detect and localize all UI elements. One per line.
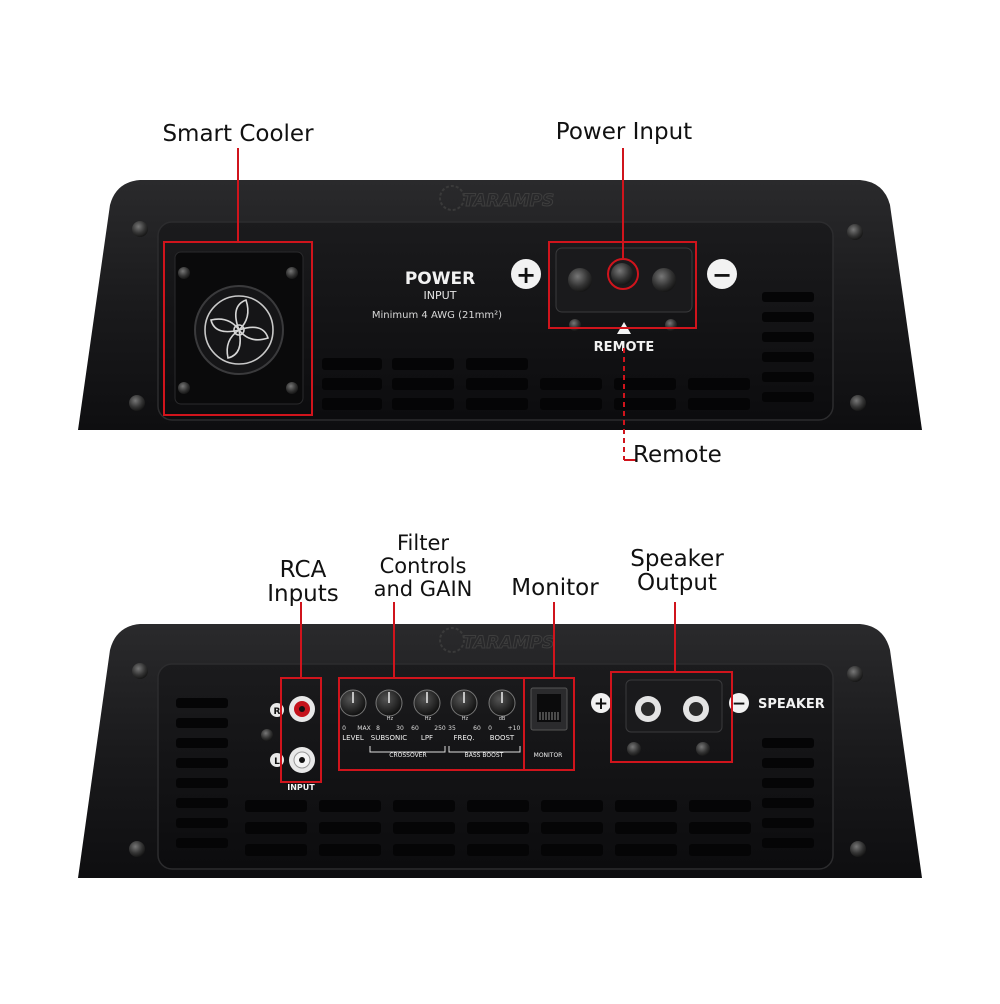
scale-lpf-unit: Hz [425,716,432,722]
screw-icon [261,729,273,741]
scale-lpf-min: 60 [411,725,419,732]
svg-text:TARAMPS: TARAMPS [463,191,554,211]
svg-text:TARAMPS: TARAMPS [463,633,554,653]
speaker-label: SPEAKER [758,697,825,712]
screw-icon [847,224,863,240]
callout-speaker-output: Speaker Output [618,547,736,595]
plus-icon [591,693,611,713]
callout-rca-line1: RCA [279,557,327,583]
screw-icon [696,742,710,756]
input-label: INPUT [287,783,315,792]
minus-icon [729,693,749,713]
brand-logo: TARAMPS [439,627,555,654]
bottom-amplifier: TARAMPS [78,624,922,878]
scale-level-min: 0 [342,725,346,732]
callout-smart-cooler: Smart Cooler [162,121,314,147]
screw-icon [129,395,145,411]
screw-icon [286,382,298,394]
speaker-highlight [610,671,733,763]
power-terminal [555,247,693,331]
scale-subsonic-unit: Hz [387,716,394,722]
plus-icon [511,259,541,289]
callout-filter-line1: Filter [396,531,449,555]
screw-icon [286,267,298,279]
callout-power-input: Power Input [555,119,693,145]
screw-icon [178,382,190,394]
scale-freq-max: 60 [473,725,481,732]
scale-level-max: MAX [357,725,370,732]
callout-speaker-line1: Speaker [630,546,724,572]
top-amplifier: TARAMPS POWER INPUT Minimum 4 AWG (21mm²… [78,180,922,430]
callout-filter-line3: and GAIN [373,577,473,601]
plus-symbol: + [594,694,608,714]
screw-icon [850,395,866,411]
screw-icon [569,319,581,331]
callout-speaker-line2: Output [637,570,717,596]
screw-icon [665,319,677,331]
callout-filter-controls: Filter Controls and GAIN [368,532,478,601]
top-callout-lines [163,148,697,461]
minus-symbol: − [712,261,732,289]
knob-label-freq: FREQ. [453,734,474,742]
monitor-label: MONITOR [534,752,563,759]
screw-icon [627,742,641,756]
knob-label-boost: BOOST [490,734,515,742]
monitor-port: MONITOR [530,687,568,759]
minus-icon [707,259,737,289]
scale-subsonic-min: 8 [376,725,380,732]
control-knobs [339,689,516,717]
power-spec: Minimum 4 AWG (21mm²) [372,310,502,321]
screw-icon [847,666,863,682]
scale-boost-min: 0 [488,725,492,732]
crossover-label: CROSSOVER [389,752,426,759]
callout-filter-line2: Controls [379,554,467,578]
monitor-highlight [523,677,575,771]
rca-l-label: L [274,757,280,767]
brand-logo: TARAMPS [439,185,555,212]
scale-freq-unit: Hz [462,716,469,722]
knob-labels: LEVEL SUBSONIC LPF FREQ. BOOST 0 MAX 8 H… [342,716,520,759]
power-subtitle: INPUT [424,289,457,302]
rca-r-label: R [274,707,281,717]
scale-boost-unit: dB [499,716,506,722]
terminal-screw-icon [568,268,592,292]
minus-symbol: − [732,694,746,714]
screw-icon [132,663,148,679]
callout-remote: Remote [633,442,722,468]
speaker-terminal: + − SPEAKER [591,679,825,756]
callout-rca-inputs: RCA Inputs [260,558,346,606]
remote-label: REMOTE [594,340,655,355]
scale-freq-min: 35 [448,725,456,732]
screw-icon [178,267,190,279]
vent-grille [322,292,814,410]
callout-monitor: Monitor [511,575,599,601]
scale-lpf-max: 250 [434,725,446,732]
scale-boost-max: +10 [508,725,521,732]
screw-icon [850,841,866,857]
screw-icon [132,221,148,237]
vent-grille [176,698,814,856]
knob-label-level: LEVEL [342,734,364,742]
rca-inputs: R L INPUT [261,696,315,792]
callout-rca-line2: Inputs [267,581,339,607]
bass-boost-label: BASS BOOST [465,752,504,759]
screw-icon [129,841,145,857]
terminal-screw-icon [611,263,633,285]
bottom-callout-lines [280,602,733,783]
knob-label-lpf: LPF [421,734,433,742]
knob-label-subsonic: SUBSONIC [371,734,408,742]
remote-highlight [607,258,639,290]
terminal-screw-icon [652,268,676,292]
scale-subsonic-max: 30 [396,725,404,732]
power-title: POWER [405,269,475,289]
plus-symbol: + [516,261,536,289]
fan-icon [174,251,304,405]
